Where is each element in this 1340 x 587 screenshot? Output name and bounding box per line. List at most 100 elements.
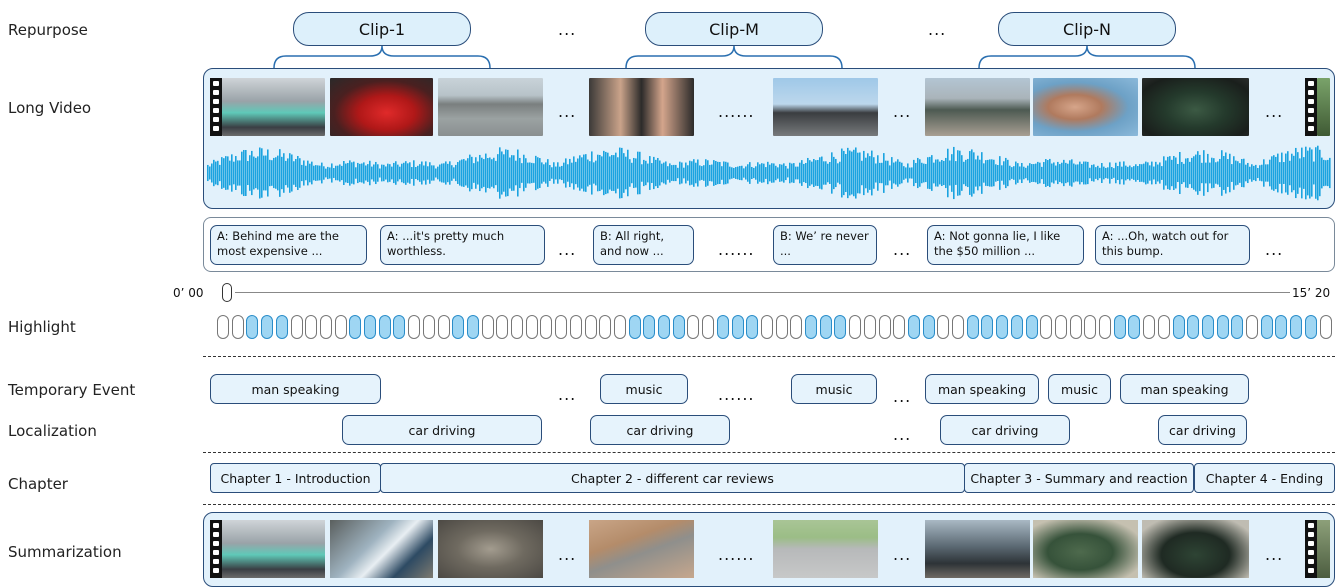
- waveform-bar: [259, 147, 261, 199]
- waveform-bar: [675, 164, 677, 182]
- waveform-bar: [855, 147, 857, 199]
- waveform-bar: [653, 156, 655, 190]
- waveform-bar: [303, 160, 305, 186]
- waveform-bar: [921, 162, 923, 184]
- localization-box: car driving: [342, 415, 542, 445]
- waveform-bar: [511, 155, 513, 191]
- waveform-bar: [295, 158, 297, 188]
- waveform-bar: [1009, 165, 1011, 181]
- waveform-bar: [1013, 166, 1015, 180]
- highlight-cell-active: [378, 315, 391, 339]
- waveform-bar: [853, 149, 855, 197]
- waveform-bar: [1065, 162, 1067, 184]
- waveform-bar: [1121, 166, 1123, 180]
- waveform-bar: [763, 163, 765, 183]
- chapter-segment: Chapter 2 - different car reviews: [380, 463, 965, 493]
- waveform-bar: [1261, 164, 1263, 182]
- waveform-bar: [709, 164, 711, 182]
- video-frame-thumbnail: [1317, 78, 1330, 136]
- label-repurpose: Repurpose: [8, 21, 88, 39]
- highlight-cell: [422, 315, 435, 339]
- waveform-bar: [337, 165, 339, 181]
- waveform-bar: [597, 154, 599, 192]
- highlight-cell: [952, 315, 964, 339]
- waveform-bar: [687, 165, 689, 181]
- video-frame-thumbnail: [330, 78, 433, 136]
- waveform-bar: [1145, 161, 1147, 185]
- waveform-bar: [495, 160, 497, 186]
- waveform-bar: [639, 151, 641, 195]
- waveform-bar: [1043, 162, 1045, 184]
- waveform-bar: [213, 159, 215, 187]
- waveform-bar: [401, 163, 403, 183]
- waveform-bar: [865, 157, 867, 189]
- highlight-cell: [1069, 315, 1082, 339]
- waveform-bar: [479, 154, 481, 192]
- waveform-bar: [1291, 153, 1293, 193]
- waveform-bar: [1193, 156, 1195, 190]
- highlight-cell: [878, 315, 891, 339]
- waveform-bar: [905, 167, 907, 179]
- waveform-bar: [1141, 164, 1143, 182]
- waveform-bar: [1149, 165, 1151, 181]
- waveform-bar: [209, 166, 211, 180]
- waveform-bar: [957, 150, 959, 196]
- waveform-bar: [619, 147, 621, 199]
- waveform-bar: [455, 164, 457, 182]
- waveform-bar: [941, 160, 943, 186]
- waveform-bar: [1161, 166, 1163, 180]
- waveform-bar: [1123, 161, 1125, 185]
- waveform-bar: [487, 158, 489, 188]
- waveform-bar: [657, 157, 659, 189]
- waveform-bar: [277, 155, 279, 191]
- highlight-cell: [334, 315, 347, 339]
- waveform-bar: [395, 161, 397, 185]
- waveform-bar: [1165, 160, 1167, 186]
- waveform-bar: [405, 161, 407, 185]
- waveform-bar: [635, 158, 637, 188]
- waveform-bar: [665, 161, 667, 185]
- waveform-bar: [493, 157, 495, 189]
- waveform-bar: [815, 160, 817, 186]
- waveform-bar: [377, 164, 379, 182]
- waveform-bar: [777, 167, 779, 179]
- waveform-bar: [435, 168, 437, 178]
- waveform-bar: [827, 163, 829, 183]
- waveform-bar: [313, 165, 315, 181]
- highlight-cell-active: [1231, 315, 1244, 339]
- video-frame-thumbnail: [1142, 78, 1249, 136]
- waveform-bar: [561, 165, 563, 181]
- waveform-bar: [245, 149, 247, 197]
- waveform-bar: [1073, 163, 1075, 183]
- waveform-bar: [1203, 150, 1205, 196]
- waveform-bar: [367, 164, 369, 182]
- highlight-cell-active: [1128, 315, 1141, 339]
- waveform-bar: [677, 167, 679, 179]
- waveform-bar: [219, 164, 221, 182]
- waveform-bar: [225, 156, 227, 190]
- waveform-bar: [751, 166, 753, 180]
- clip-1-bracket: [273, 45, 491, 69]
- waveform-bar: [781, 164, 783, 182]
- waveform-bar: [329, 167, 331, 179]
- localization-box: car driving: [940, 415, 1070, 445]
- waveform-bar: [849, 150, 851, 196]
- waveform-bar: [951, 154, 953, 192]
- video-frame-thumbnail: [589, 78, 694, 136]
- waveform-bar: [289, 153, 291, 193]
- highlight-cell: [437, 315, 450, 339]
- waveform-bar: [749, 162, 751, 184]
- waveform-bar: [1223, 156, 1225, 190]
- waveform-bar: [333, 168, 335, 178]
- waveform-bar: [989, 159, 991, 187]
- waveform-bar: [547, 159, 549, 187]
- highlight-cell: [1157, 315, 1170, 339]
- label-temporary-event: Temporary Event: [8, 381, 136, 399]
- waveform-bar: [387, 163, 389, 183]
- waveform-bar: [1117, 166, 1119, 180]
- timeline-scrubber-handle[interactable]: [222, 283, 232, 302]
- waveform-bar: [465, 160, 467, 186]
- waveform-bar: [1035, 163, 1037, 183]
- waveform-bar: [1265, 164, 1267, 182]
- waveform-bar: [573, 156, 575, 190]
